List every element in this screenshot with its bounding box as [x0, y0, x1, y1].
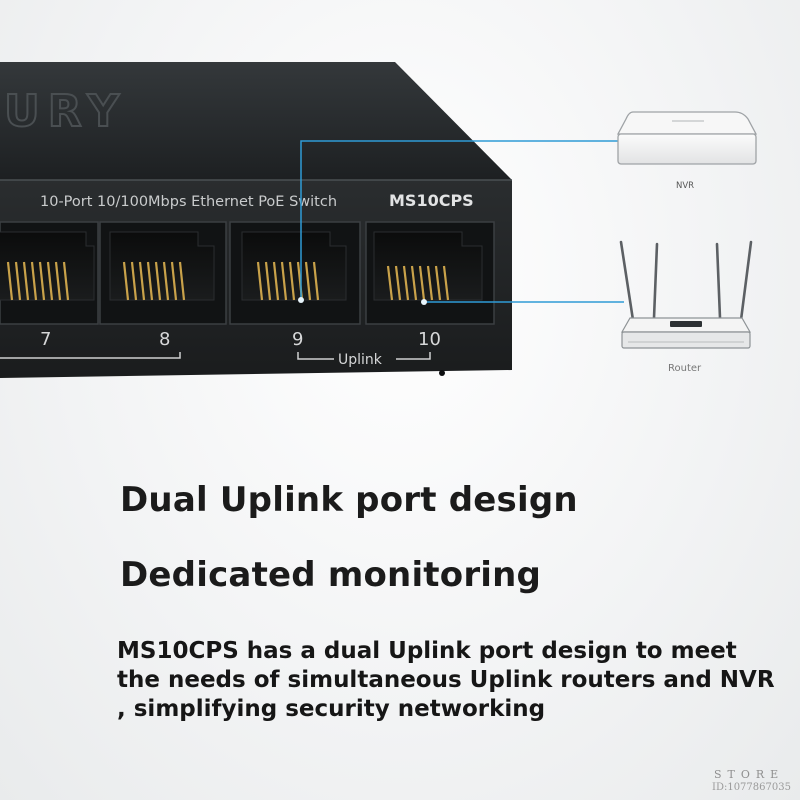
uplink-bracket [297, 352, 431, 360]
port-number-9: 9 [292, 329, 303, 350]
router-antenna [739, 240, 753, 322]
nvr-connection-dot [298, 297, 304, 303]
router-antenna [715, 242, 722, 320]
port-number-8: 8 [159, 329, 170, 350]
poe-switch: URY 10-Port 10/100Mbps Ethernet PoE Swit… [0, 62, 512, 378]
router-device: Router [619, 240, 753, 374]
port-8 [99, 221, 227, 325]
port-group-bracket [0, 352, 181, 359]
router-antenna [652, 242, 659, 320]
port-7 [0, 221, 99, 325]
feature-description: MS10CPS has a dual Uplink port design to… [117, 638, 775, 722]
port-number-10: 10 [418, 329, 441, 350]
port-9 [229, 221, 361, 325]
router-connection-dot [421, 299, 427, 305]
watermark-id: ID:1077867035 [712, 782, 791, 793]
port-10 [365, 221, 495, 325]
connection-lines [298, 140, 624, 305]
switch-spec-label: 10-Port 10/100Mbps Ethernet PoE Switch [40, 194, 337, 210]
nvr-connection-line [300, 140, 619, 300]
switch-screw [439, 370, 445, 376]
nvr-label: NVR [676, 181, 694, 191]
nvr-device: NVR [616, 111, 758, 191]
headline-dedicated-monitoring: Dedicated monitoring [120, 555, 542, 595]
router-label: Router [668, 363, 702, 374]
headline-dual-uplink: Dual Uplink port design [120, 480, 578, 520]
watermark-store: STORE [714, 768, 785, 781]
router-antenna [619, 240, 635, 322]
switch-model-label: MS10CPS [389, 191, 474, 210]
port-number-7: 7 [40, 329, 51, 350]
switch-top-face [0, 62, 512, 180]
switch-brand-emboss: URY [4, 86, 127, 137]
uplink-label: Uplink [338, 352, 383, 368]
